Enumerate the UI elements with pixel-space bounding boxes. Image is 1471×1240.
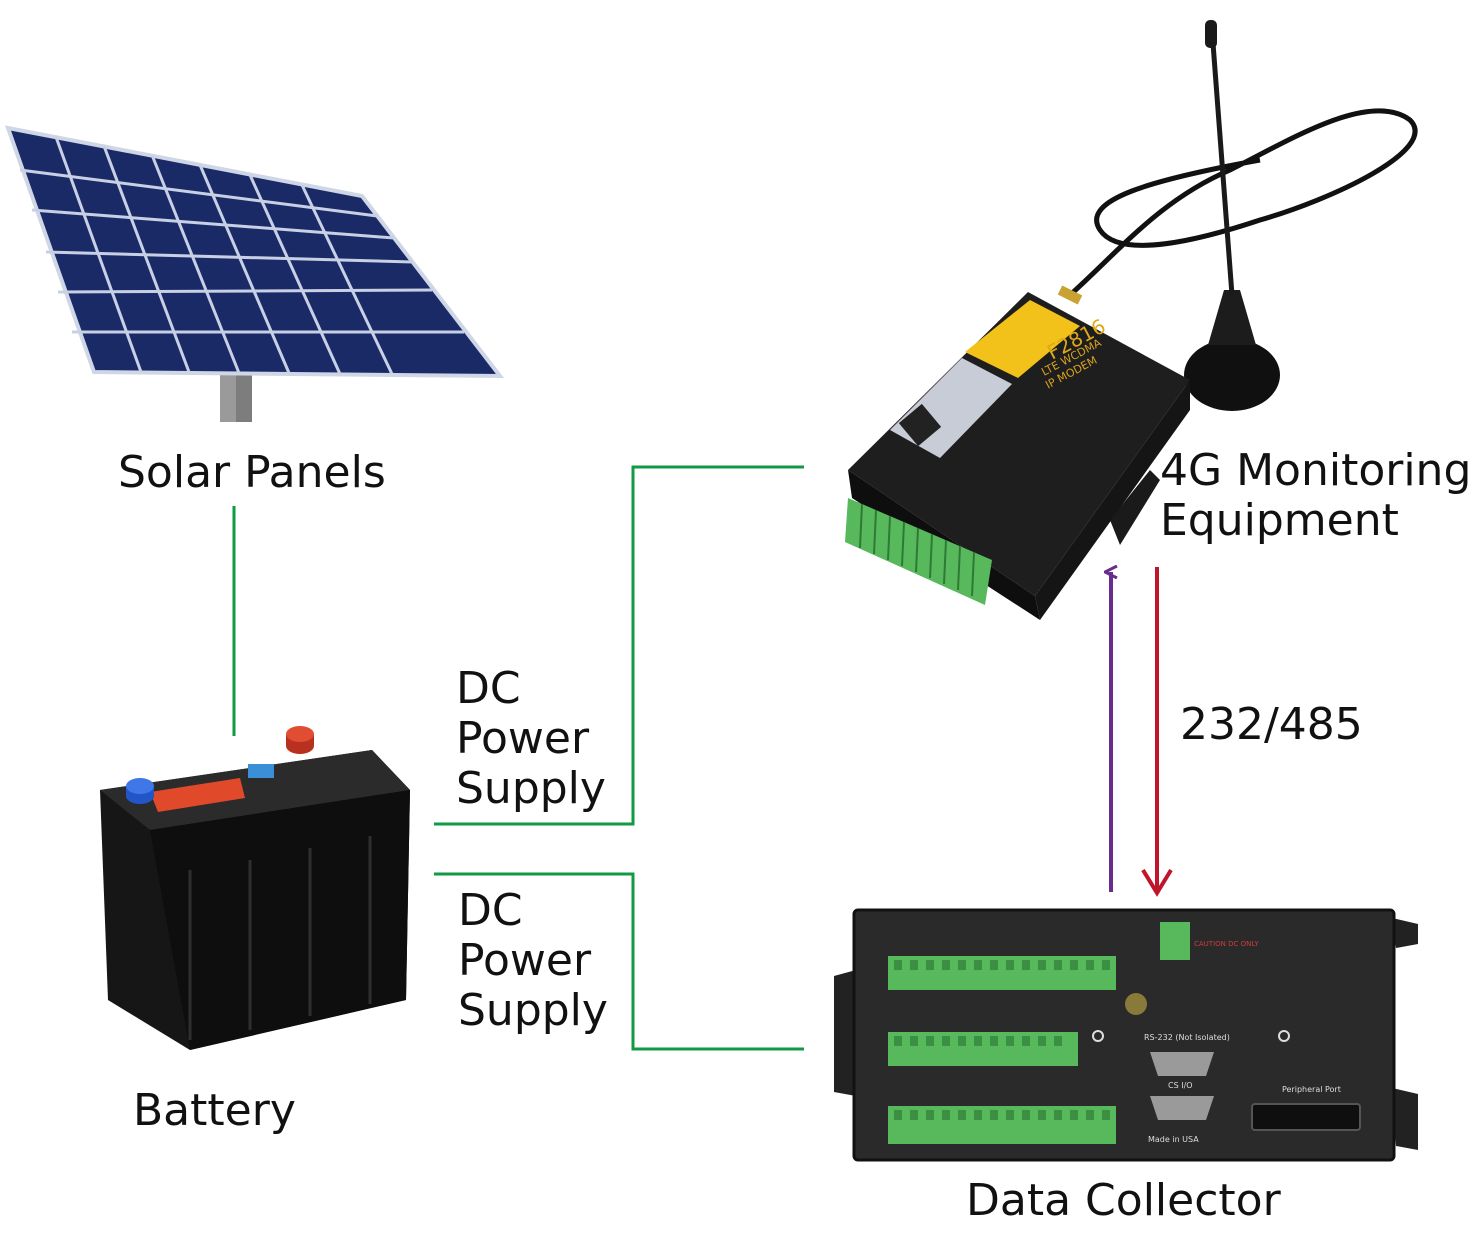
collector-caution-text: CAUTION DC ONLY	[1194, 940, 1259, 948]
dc-power-supply-lower: DC Power Supply	[458, 886, 608, 1036]
modem-image	[845, 20, 1418, 620]
dc-power-supply-upper: DC Power Supply	[456, 664, 606, 814]
monitoring-equipment-label-line1: 4G Monitoring	[1160, 445, 1471, 496]
battery-label: Battery	[133, 1085, 296, 1136]
dc-line-to-monitor	[434, 465, 804, 826]
dc-lower-line-1: DC	[458, 885, 523, 936]
protocol-label: 232/485	[1180, 699, 1363, 750]
collector-peripheral-text: Peripheral Port	[1282, 1085, 1341, 1094]
dc-lower-line-2: Power	[458, 935, 592, 986]
collector-csio-text: CS I/O	[1168, 1081, 1193, 1090]
dc-upper-line-1: DC	[456, 663, 521, 714]
collector-made-text: Made in USA	[1148, 1135, 1199, 1144]
dc-upper-line-2: Power	[456, 713, 590, 764]
dc-upper-line-3: Supply	[456, 763, 606, 814]
down-arrow-head	[1141, 868, 1173, 897]
monitoring-equipment-label-line2: Equipment	[1160, 495, 1399, 546]
collector-rs232-text: RS-232 (Not Isolated)	[1144, 1033, 1230, 1042]
dc-lower-line-3: Supply	[458, 985, 608, 1036]
dc-line-to-collector	[434, 872, 804, 1051]
data-collector-label: Data Collector	[966, 1175, 1281, 1226]
solar-panel-image	[4, 125, 505, 422]
data-collector-image	[834, 908, 1418, 1162]
battery-image	[100, 726, 410, 1050]
solar-panels-label: Solar Panels	[118, 447, 386, 498]
